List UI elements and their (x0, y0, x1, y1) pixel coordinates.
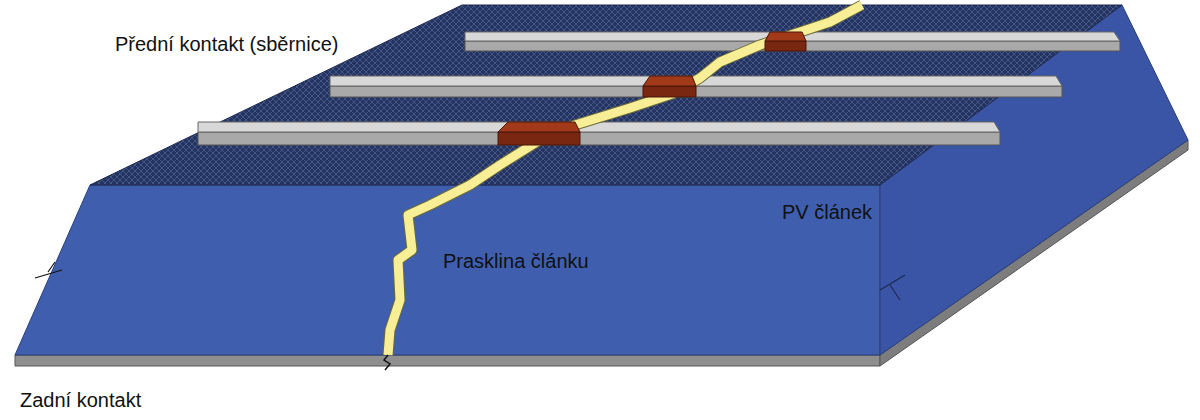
back-contact (15, 355, 880, 366)
crack-outline (388, 5, 862, 355)
busbar-label: Přední kontakt (sběrnice) (115, 32, 338, 56)
crack-tip (384, 355, 390, 370)
break-mark (35, 262, 62, 278)
broken-busbar (498, 32, 806, 145)
cell-crack (388, 5, 862, 355)
crack-label: Prasklina článku (443, 249, 589, 273)
cell-label: PV článek (782, 200, 872, 224)
cell-front-face (15, 185, 880, 355)
cell-top-surface (90, 5, 1122, 185)
back-contact-label: Zadní kontakt (20, 388, 141, 412)
break-mark (880, 275, 905, 300)
